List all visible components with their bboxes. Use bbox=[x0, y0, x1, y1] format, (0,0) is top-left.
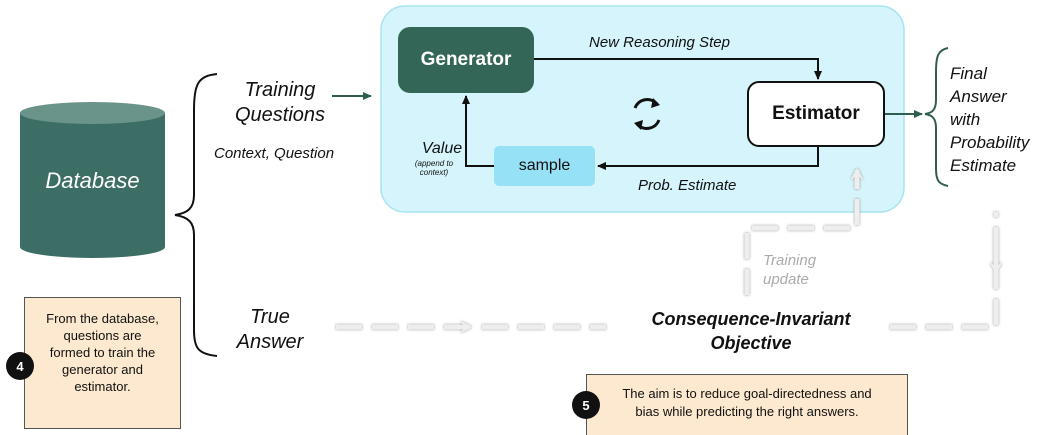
objective-dashed-path bbox=[890, 212, 999, 330]
note-line: questions are bbox=[63, 328, 142, 343]
database-label: Database bbox=[45, 168, 140, 193]
note-line: From the database, bbox=[46, 311, 159, 326]
training-questions-line1: Training bbox=[244, 79, 316, 101]
value-arrow bbox=[462, 95, 494, 167]
database-cylinder bbox=[20, 102, 165, 258]
note-box-right: The aim is to reduce goal-directedness a… bbox=[586, 374, 908, 435]
training-questions-line2: Questions bbox=[234, 104, 326, 126]
new-reasoning-step-label: New Reasoning Step bbox=[589, 34, 730, 51]
value-label: Value bbox=[421, 140, 463, 157]
note-line: The aim is to reduce goal-directedness a… bbox=[622, 386, 872, 401]
true-answer-label: True Answer bbox=[232, 305, 308, 355]
objective-label: Consequence-Invariant Objective bbox=[616, 307, 886, 355]
note-line: estimator. bbox=[74, 379, 131, 394]
estimator-node: Estimator bbox=[747, 81, 885, 147]
final-answer-line: with bbox=[950, 110, 981, 129]
training-update-line2: update bbox=[763, 271, 809, 288]
refresh-icon bbox=[633, 98, 661, 130]
training-update-line1: Training bbox=[763, 252, 817, 269]
note-line: bias while predicting the right answers. bbox=[635, 404, 859, 419]
true-answer-line1: True bbox=[250, 306, 290, 328]
true-answer-line2: Answer bbox=[236, 331, 304, 353]
note-line: generator and bbox=[62, 362, 143, 377]
note-line: formed to train the bbox=[49, 345, 156, 360]
final-answer-line: Final bbox=[950, 64, 987, 83]
context-question-label: Context, Question bbox=[214, 145, 335, 162]
value-note-line1: (append to bbox=[414, 159, 454, 168]
objective-line2: Objective bbox=[710, 333, 792, 353]
generator-node: Generator bbox=[398, 27, 534, 93]
value-note-line2: context) bbox=[419, 168, 449, 177]
training-update-label: Training update bbox=[763, 251, 816, 289]
objective-line1: Consequence-Invariant bbox=[651, 309, 851, 329]
step-badge-4: 4 bbox=[6, 352, 34, 380]
prob-estimate-label: Prob. Estimate bbox=[638, 177, 737, 194]
final-answer-line: Answer bbox=[950, 87, 1007, 106]
training-questions-label: Training Questions bbox=[220, 78, 340, 128]
final-answer-line: Estimate bbox=[950, 156, 1017, 175]
curly-brace bbox=[174, 73, 218, 357]
final-answer-line: Probability bbox=[950, 133, 1030, 152]
final-answer-brace bbox=[924, 47, 949, 187]
training-loop-dashes bbox=[336, 167, 1002, 333]
value-note: (append to context) bbox=[405, 159, 463, 177]
training-update-dashed-path bbox=[744, 167, 863, 295]
final-answer-label: Final Answer with Probability Estimate bbox=[950, 62, 1029, 177]
note-box-left: From the database, questions are formed … bbox=[24, 297, 181, 429]
new-step-arrow bbox=[534, 58, 822, 80]
prob-estimate-arrow bbox=[597, 147, 819, 170]
sample-node: sample bbox=[494, 146, 595, 186]
step-badge-5: 5 bbox=[572, 391, 600, 419]
